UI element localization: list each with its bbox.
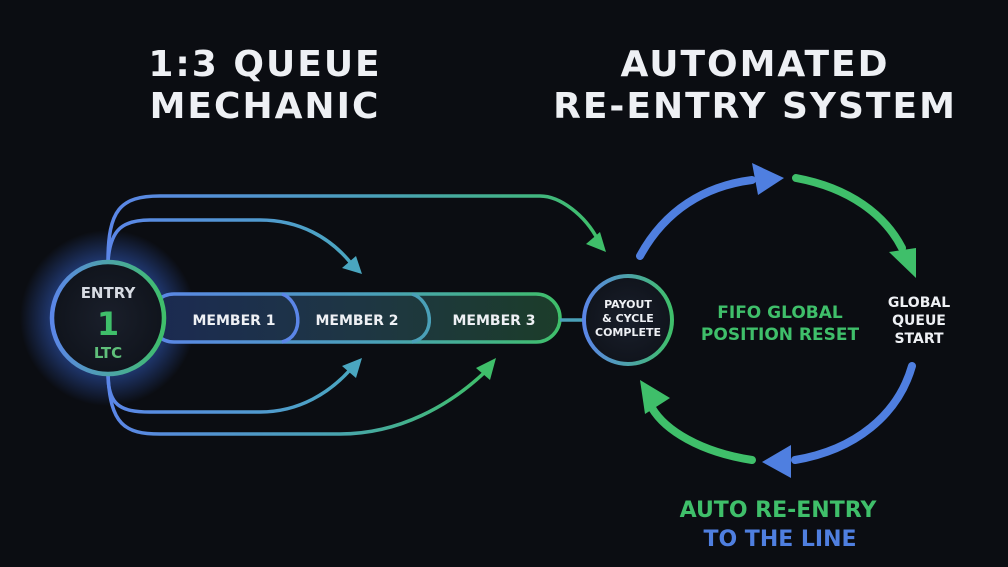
title-left-line-1: 1:3 QUEUE (148, 44, 382, 85)
entry-node: ENTRY 1 LTC (49, 259, 167, 377)
title-queue-mechanic: 1:3 QUEUE MECHANIC (140, 44, 390, 128)
cycle-arc-top-right (792, 174, 906, 252)
divider-member-1-2 (281, 292, 300, 344)
arrow-head-member2-top (342, 256, 362, 274)
fifo-line-1: FIFO GLOBAL (717, 303, 843, 323)
arrow-head-payout-top (586, 232, 606, 252)
cycle-arrow-top (752, 163, 784, 195)
payout-line-1: PAYOUT (604, 298, 652, 311)
payout-node: PAYOUT & CYCLE COMPLETE (582, 274, 674, 366)
arrow-entry-to-payout-top (106, 194, 600, 263)
cycle-arc-bottom-left (648, 404, 756, 464)
entry-amount: 1 (97, 305, 119, 343)
entry-ring (49, 259, 167, 377)
entry-label: ENTRY (81, 284, 137, 302)
arrow-entry-to-member2-bottom (106, 368, 352, 414)
auto-reentry-line-1: AUTO RE-ENTRY (680, 498, 878, 523)
title-right-line-1: AUTOMATED (620, 44, 890, 85)
title-left-line-2: MECHANIC (149, 86, 381, 127)
payout-line-2: & CYCLE (602, 312, 654, 325)
member-2-label: MEMBER 2 (315, 313, 398, 329)
arrow-entry-to-member3-bottom (106, 370, 487, 436)
entry-currency: LTC (94, 344, 122, 362)
title-right-line-2: RE-ENTRY SYSTEM (553, 86, 957, 127)
member-1: MEMBER 1 (192, 313, 275, 329)
arrow-head-member2-bottom (342, 358, 362, 378)
cycle-arc-top-left (636, 176, 756, 260)
global-queue-line-2: QUEUE (892, 313, 946, 329)
member-2: MEMBER 2 (315, 313, 398, 329)
cycle-arrow-bottom (762, 445, 791, 478)
global-queue-line-3: START (894, 331, 944, 347)
arrow-head-member3-bottom (476, 358, 496, 380)
cycle-arrow-left (640, 380, 670, 414)
auto-reentry-line-2: TO THE LINE (703, 527, 856, 552)
global-queue-line-1: GLOBAL (888, 295, 950, 311)
member-3: MEMBER 3 (452, 313, 535, 329)
member-1-label: MEMBER 1 (192, 313, 275, 329)
member-3-label: MEMBER 3 (452, 313, 535, 329)
title-reentry-system: AUTOMATED RE-ENTRY SYSTEM (540, 44, 970, 128)
payout-ring (582, 274, 674, 366)
cycle-arc-bottom-right (791, 362, 916, 464)
cycle-arrow-right (889, 248, 916, 278)
fifo-line-2: POSITION RESET (701, 325, 860, 345)
payout-line-3: COMPLETE (595, 326, 661, 339)
divider-member-2-3 (411, 292, 431, 344)
arrow-entry-to-member2-top (106, 218, 352, 264)
